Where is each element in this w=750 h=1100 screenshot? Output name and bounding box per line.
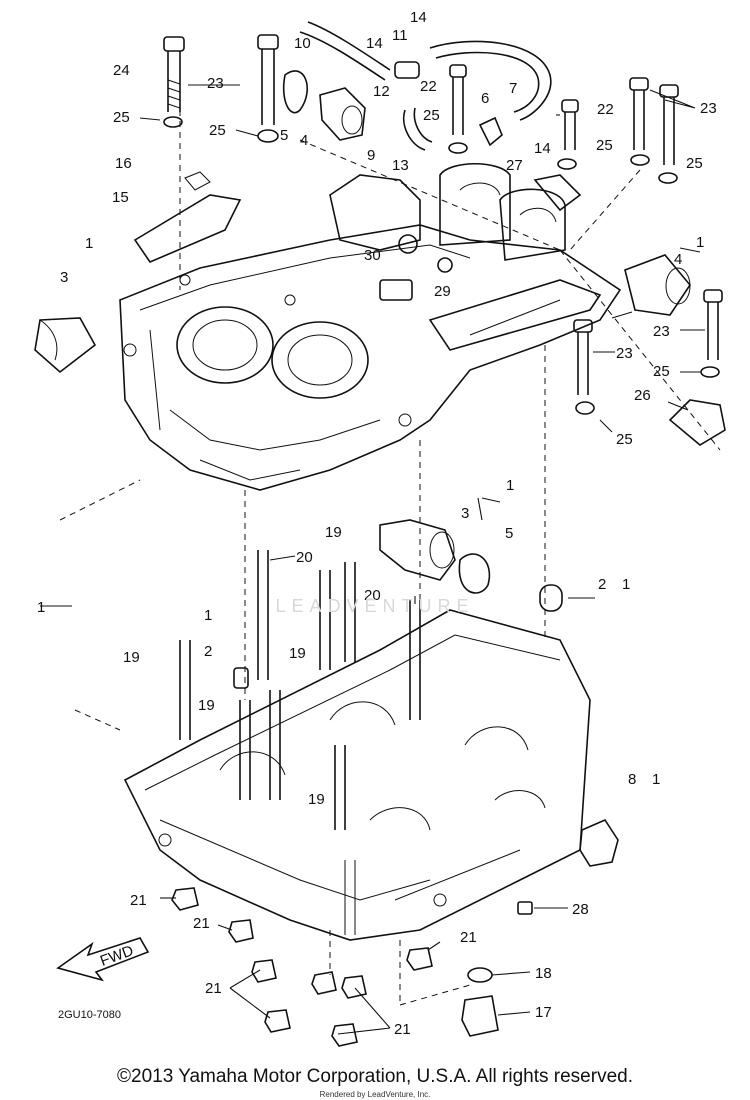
callout-29: 29 <box>434 283 451 300</box>
callout-23: 23 <box>207 75 224 92</box>
callout-18: 18 <box>535 965 552 982</box>
callout-21: 21 <box>193 915 210 932</box>
studs <box>179 550 421 830</box>
callout-3: 3 <box>60 269 68 286</box>
callout-1: 1 <box>37 599 45 616</box>
callout-26: 26 <box>634 387 651 404</box>
callout-14: 14 <box>366 35 383 52</box>
callout-19: 19 <box>123 649 140 666</box>
callout-4: 4 <box>674 251 682 268</box>
callout-17: 17 <box>535 1004 552 1021</box>
callout-16: 16 <box>115 155 132 172</box>
callout-8: 8 <box>628 771 636 788</box>
callout-28: 28 <box>572 901 589 918</box>
copyright-footer: ©2013 Yamaha Motor Corporation, U.S.A. A… <box>117 1066 633 1087</box>
callout-labels: 1 3 24 23 25 25 5 4 16 15 10 14 11 14 22… <box>37 9 717 1038</box>
watermark: LEADVENTURE <box>275 596 475 616</box>
callout-14: 14 <box>534 140 551 157</box>
callout-20: 20 <box>296 549 313 566</box>
callout-23: 23 <box>616 345 633 362</box>
callout-1: 1 <box>85 235 93 252</box>
leader-lines <box>40 84 705 1035</box>
callout-12: 12 <box>373 83 390 100</box>
callout-15: 15 <box>112 189 129 206</box>
callout-14: 14 <box>410 9 427 26</box>
callout-22: 22 <box>597 101 614 118</box>
callout-25: 25 <box>113 109 130 126</box>
callout-13: 13 <box>392 157 409 174</box>
callout-2: 2 <box>204 643 212 660</box>
callout-30: 30 <box>364 247 381 264</box>
callout-19: 19 <box>325 524 342 541</box>
callout-1: 1 <box>696 234 704 251</box>
upper-components <box>34 34 726 446</box>
alignment-lines <box>59 110 721 1006</box>
lower-crankcase <box>123 609 591 941</box>
callout-23: 23 <box>700 100 717 117</box>
callout-25: 25 <box>686 155 703 172</box>
callout-21: 21 <box>394 1021 411 1038</box>
diagram-code: 2GU10-7080 <box>58 1009 121 1021</box>
callout-11: 11 <box>392 27 408 44</box>
callout-1: 1 <box>204 607 212 624</box>
callout-1: 1 <box>506 477 514 494</box>
callout-25: 25 <box>653 363 670 380</box>
callout-2: 2 <box>598 576 606 593</box>
callout-5: 5 <box>505 525 513 542</box>
callout-27: 27 <box>506 157 523 174</box>
callout-10: 10 <box>294 35 311 52</box>
callout-23: 23 <box>653 323 670 340</box>
lower-fasteners <box>171 887 533 1047</box>
callout-21: 21 <box>460 929 477 946</box>
callout-5: 5 <box>280 127 288 144</box>
callout-3: 3 <box>461 505 469 522</box>
callout-20: 20 <box>364 587 381 604</box>
callout-9: 9 <box>367 147 375 164</box>
callout-21: 21 <box>205 980 222 997</box>
upper-crankcase <box>119 162 622 491</box>
callout-25: 25 <box>209 122 226 139</box>
callout-1: 1 <box>652 771 660 788</box>
callout-21: 21 <box>130 892 147 909</box>
callout-24: 24 <box>113 62 130 79</box>
callout-7: 7 <box>509 80 517 97</box>
callout-6: 6 <box>481 90 489 107</box>
callout-25: 25 <box>423 107 440 124</box>
callout-19: 19 <box>308 791 325 808</box>
fwd-arrow: FWD <box>56 937 150 982</box>
fwd-label: FWD <box>98 942 136 970</box>
callout-25: 25 <box>596 137 613 154</box>
hoses <box>299 21 552 151</box>
callout-19: 19 <box>198 697 215 714</box>
callout-19: 19 <box>289 645 306 662</box>
callout-25: 25 <box>616 431 633 448</box>
callout-22: 22 <box>420 78 437 95</box>
middle-bearings <box>379 519 619 867</box>
callout-1: 1 <box>622 576 630 593</box>
callout-4: 4 <box>300 132 308 149</box>
rendered-by-note: Rendered by LeadVenture, Inc. <box>319 1090 431 1099</box>
